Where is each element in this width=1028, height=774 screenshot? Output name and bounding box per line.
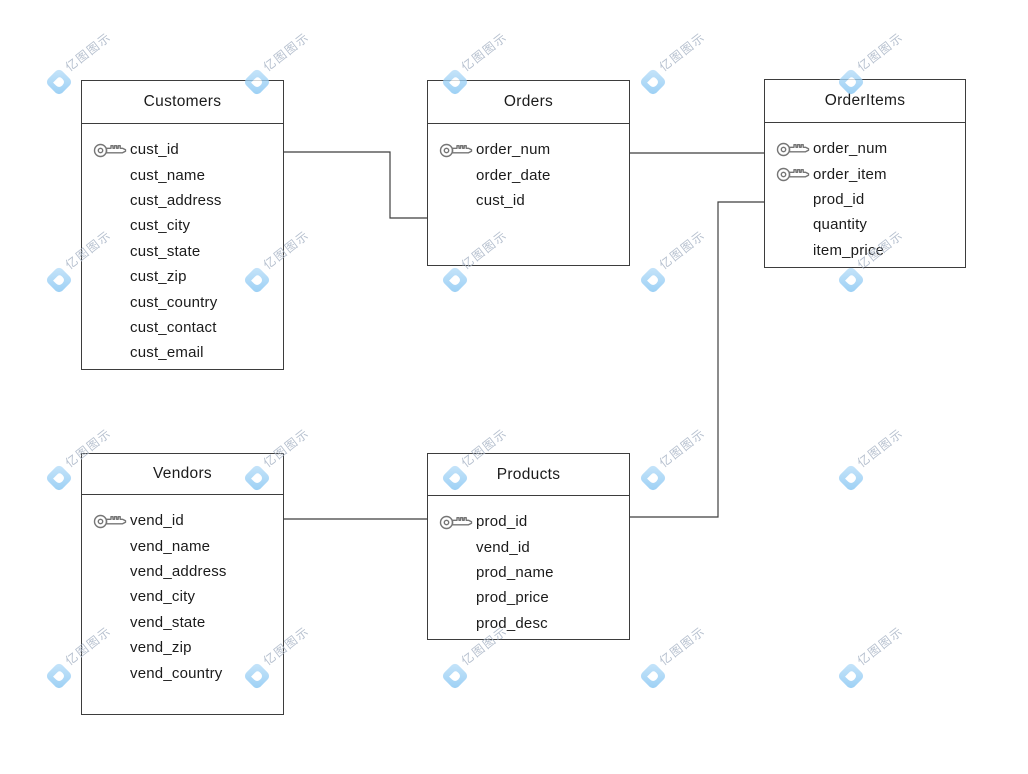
field-name: quantity	[813, 216, 868, 234]
field-row: prod_id	[765, 187, 965, 212]
field-row: cust_state	[82, 239, 283, 264]
field-row: cust_id	[428, 188, 629, 213]
field-name: cust_state	[130, 242, 201, 260]
field-name: prod_id	[813, 190, 865, 208]
field-row: cust_address	[82, 188, 283, 213]
table-field-list: vend_id vend_name vend_addre	[82, 495, 283, 686]
field-row: vend_name	[82, 533, 283, 558]
field-row: quantity	[765, 212, 965, 237]
field-name: prod_id	[476, 513, 528, 531]
field-name: vend_state	[130, 613, 206, 631]
field-name: vend_address	[130, 562, 227, 580]
field-name: cust_id	[476, 191, 525, 209]
field-row: cust_id	[82, 137, 283, 162]
table-field-list: order_num order_date cust_id	[428, 124, 629, 213]
field-row: order_num	[428, 137, 629, 162]
field-row: cust_contact	[82, 315, 283, 340]
primary-key-icon	[93, 141, 127, 158]
table-field-list: cust_id cust_name cust_addre	[82, 124, 283, 366]
field-row: item_price	[765, 238, 965, 263]
field-row: vend_country	[82, 660, 283, 685]
table-products[interactable]: Products prod_id vend_id	[427, 453, 630, 640]
field-row: vend_address	[82, 559, 283, 584]
field-name: prod_price	[476, 589, 549, 607]
field-name: prod_desc	[476, 614, 548, 632]
field-name: vend_id	[130, 512, 184, 530]
table-title: OrderItems	[765, 80, 965, 123]
table-field-list: prod_id vend_id prod_name	[428, 496, 629, 636]
table-title: Products	[428, 454, 629, 496]
table-title: Orders	[428, 81, 629, 124]
field-row: prod_name	[428, 560, 629, 585]
connector-customers-orders	[284, 151, 427, 219]
table-title: Vendors	[82, 454, 283, 495]
field-name: order_item	[813, 165, 887, 183]
primary-key-icon	[776, 140, 810, 157]
field-name: vend_city	[130, 588, 196, 606]
table-vendors[interactable]: Vendors vend_id vend_name	[81, 453, 284, 715]
field-row: vend_id	[82, 508, 283, 533]
field-row: prod_desc	[428, 611, 629, 636]
table-customers[interactable]: Customers cust_id cust_name	[81, 80, 284, 370]
table-orders[interactable]: Orders order_num order_date	[427, 80, 630, 266]
field-name: cust_id	[130, 141, 179, 159]
field-name: prod_name	[476, 563, 554, 581]
field-row: vend_zip	[82, 635, 283, 660]
field-name: cust_email	[130, 344, 204, 362]
primary-key-icon	[439, 513, 473, 530]
field-name: order_num	[476, 141, 551, 159]
field-name: order_num	[813, 140, 888, 158]
field-row: vend_city	[82, 584, 283, 609]
field-row: cust_country	[82, 289, 283, 314]
primary-key-icon	[439, 141, 473, 158]
primary-key-icon	[776, 166, 810, 183]
field-name: cust_zip	[130, 268, 187, 286]
table-orderitems[interactable]: OrderItems order_num order_	[764, 79, 966, 268]
field-row: cust_email	[82, 340, 283, 365]
field-name: cust_contact	[130, 318, 217, 336]
field-name: item_price	[813, 241, 885, 259]
field-row: prod_price	[428, 585, 629, 610]
field-row: vend_id	[428, 534, 629, 559]
field-name: cust_name	[130, 166, 206, 184]
field-row: prod_id	[428, 509, 629, 534]
field-row: order_item	[765, 161, 965, 186]
field-name: cust_city	[130, 217, 191, 235]
field-name: order_date	[476, 166, 551, 184]
connector-products-orderitems	[630, 201, 764, 518]
field-row: order_date	[428, 162, 629, 187]
field-name: cust_address	[130, 191, 222, 209]
field-name: vend_name	[130, 537, 211, 555]
field-name: vend_country	[130, 664, 223, 682]
field-name: vend_zip	[130, 639, 192, 657]
table-title: Customers	[82, 81, 283, 124]
field-row: cust_zip	[82, 264, 283, 289]
field-row: vend_state	[82, 610, 283, 635]
field-row: cust_city	[82, 213, 283, 238]
table-field-list: order_num order_item prod_id	[765, 123, 965, 263]
field-row: cust_name	[82, 162, 283, 187]
primary-key-icon	[93, 512, 127, 529]
field-row: order_num	[765, 136, 965, 161]
field-name: vend_id	[476, 538, 530, 556]
field-name: cust_country	[130, 293, 218, 311]
